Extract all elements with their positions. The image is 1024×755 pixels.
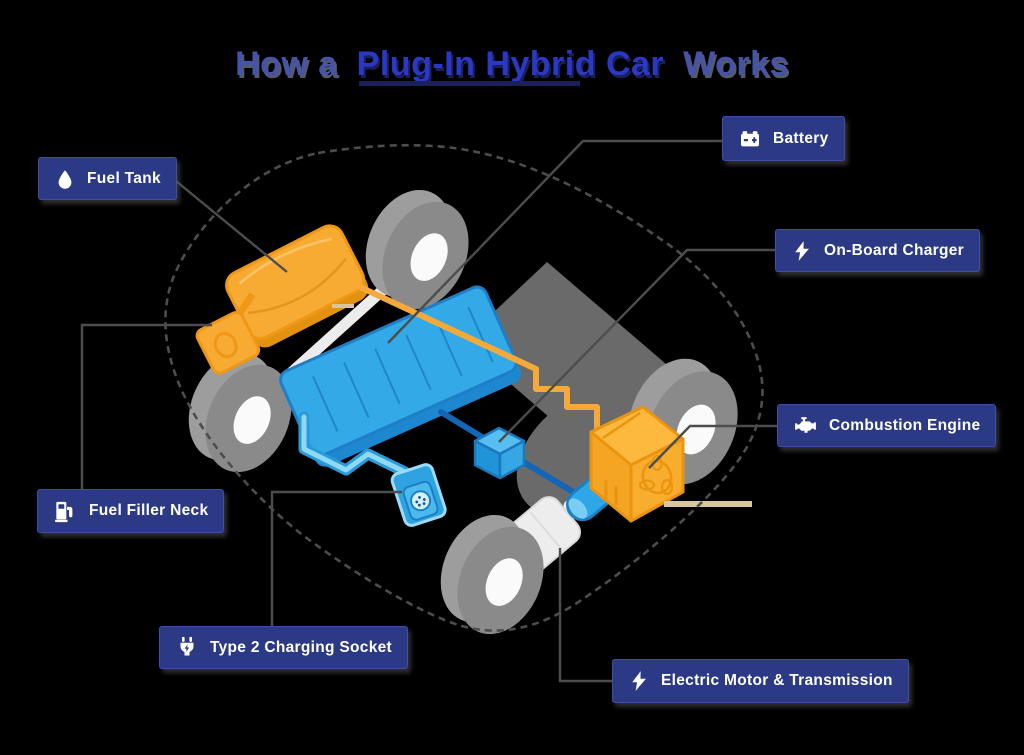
label-battery: Battery bbox=[722, 116, 845, 161]
leader-type2-socket bbox=[270, 490, 402, 626]
title-suffix: Works bbox=[683, 45, 789, 83]
charging-cable bbox=[298, 411, 411, 478]
charging-plug-icon bbox=[180, 636, 194, 656]
label-battery-text: Battery bbox=[773, 129, 829, 147]
fuel-pump-icon bbox=[55, 501, 73, 522]
title-prefix: How a bbox=[235, 45, 338, 83]
label-fuel-filler-neck-text: Fuel Filler Neck bbox=[89, 502, 209, 519]
page-title: How a Plug-In Hybrid Car Works bbox=[0, 45, 1024, 87]
label-combustion-engine: Combustion Engine bbox=[777, 404, 997, 447]
title-highlight: Plug-In Hybrid Car bbox=[356, 45, 665, 87]
label-on-board-charger: On-Board Charger bbox=[775, 229, 981, 272]
leader-on-board-charger bbox=[498, 248, 775, 443]
label-electric-motor-transmission-text: Electric Motor & Transmission bbox=[661, 672, 893, 689]
car-battery-icon bbox=[741, 130, 759, 146]
label-combustion-engine-text: Combustion Engine bbox=[829, 416, 981, 434]
wheel-bottom bbox=[440, 514, 544, 635]
leader-fuel-filler-neck bbox=[80, 323, 212, 489]
leader-electric-motor bbox=[558, 548, 612, 683]
trim-line bbox=[332, 304, 752, 507]
label-fuel-filler-neck: Fuel Filler Neck bbox=[37, 489, 225, 533]
label-electric-motor-transmission: Electric Motor & Transmission bbox=[612, 659, 909, 703]
fuel-drop-icon bbox=[58, 169, 72, 189]
leader-combustion-engine bbox=[648, 424, 777, 469]
wheel-left bbox=[188, 352, 292, 473]
car-body-outline bbox=[164, 143, 764, 632]
label-on-board-charger-text: On-Board Charger bbox=[824, 241, 965, 259]
label-fuel-tank: Fuel Tank bbox=[38, 157, 177, 200]
leader-lines bbox=[80, 139, 777, 683]
label-fuel-tank-text: Fuel Tank bbox=[87, 169, 161, 187]
fuel-filler-neck-part bbox=[195, 292, 261, 375]
lightning-bolt-icon bbox=[632, 671, 646, 691]
combustion-engine-part bbox=[589, 405, 685, 523]
engine-icon bbox=[795, 417, 816, 433]
lightning-bolt-icon bbox=[795, 240, 809, 261]
leader-battery bbox=[387, 139, 722, 344]
label-type2-charging-socket: Type 2 Charging Socket bbox=[159, 626, 409, 669]
leader-fuel-tank bbox=[170, 176, 288, 273]
label-type2-charging-socket-text: Type 2 Charging Socket bbox=[210, 638, 393, 656]
fuel-line bbox=[357, 284, 600, 436]
type2-socket-part bbox=[390, 463, 447, 527]
